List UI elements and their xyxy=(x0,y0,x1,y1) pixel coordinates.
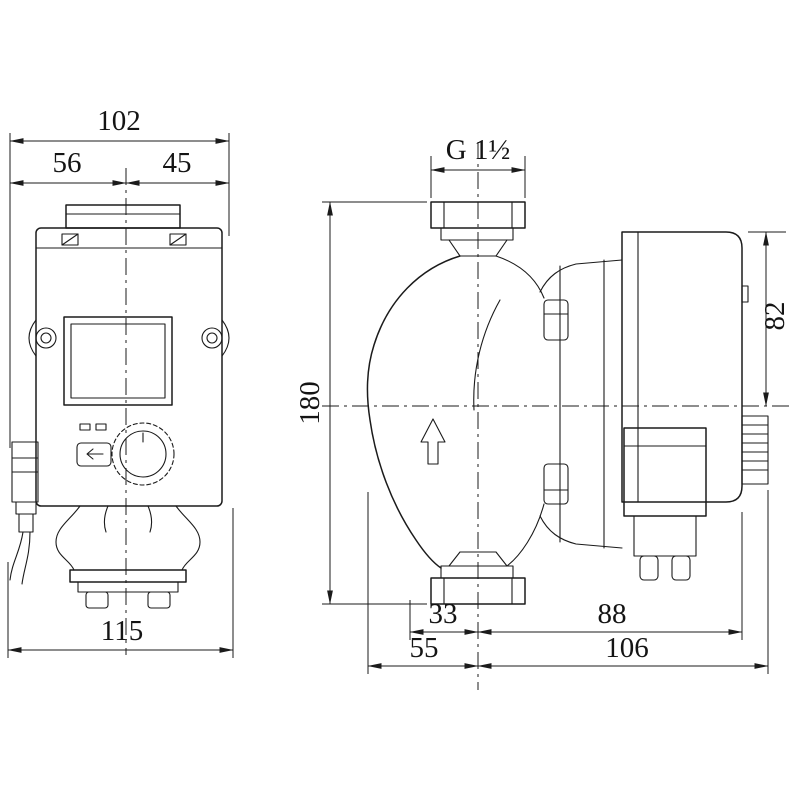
dim-label-102: 102 xyxy=(97,105,141,137)
dim-label-115: 115 xyxy=(101,615,143,647)
cable-gland-1 xyxy=(639,555,659,581)
ribbed-connector xyxy=(741,415,769,485)
volute-front xyxy=(55,505,201,609)
bottom-flange xyxy=(69,569,187,583)
clip-left xyxy=(61,233,79,246)
dim-label-thread: G 1½ xyxy=(446,134,510,166)
flow-direction-arrow-icon xyxy=(420,418,446,465)
mounting-hole-left xyxy=(35,327,57,349)
return-arrow-icon xyxy=(86,448,104,460)
ear-left xyxy=(28,319,37,357)
bolt-boss-bottom xyxy=(543,463,569,505)
volute-side xyxy=(366,255,545,569)
dim-label-82: 82 xyxy=(759,302,791,331)
power-cable-2 xyxy=(21,531,31,585)
cable-gland-front xyxy=(15,501,37,515)
dim-label-45: 45 xyxy=(163,147,192,179)
terminal-box xyxy=(623,427,707,581)
top-cap xyxy=(65,204,181,229)
dim-label-33: 33 xyxy=(429,598,458,630)
reset-button xyxy=(76,442,112,467)
led-indicators xyxy=(79,423,107,431)
cable-gland-2 xyxy=(671,555,691,581)
pump-head xyxy=(539,259,623,549)
bolt-boss-top xyxy=(543,299,569,341)
dim-label-88: 88 xyxy=(598,598,627,630)
control-knob-icon xyxy=(111,422,175,486)
dim-label-56: 56 xyxy=(53,147,82,179)
bottom-port xyxy=(430,551,526,605)
pump-housing-front xyxy=(35,227,223,507)
dim-label-55: 55 xyxy=(410,632,439,664)
front-view: 102 56 45 115 xyxy=(7,105,234,658)
dim-label-106: 106 xyxy=(605,632,649,664)
power-cable xyxy=(9,531,24,581)
motor-housing xyxy=(621,231,769,503)
dim-label-180: 180 xyxy=(294,381,326,425)
mounting-hole-right xyxy=(201,327,223,349)
motor-notch xyxy=(741,285,749,303)
clip-right xyxy=(169,233,187,246)
display-screen xyxy=(63,316,173,406)
side-view: G 1½ 180 82 33 88 55 106 xyxy=(294,134,791,690)
ear-right xyxy=(221,319,230,357)
top-port xyxy=(430,201,526,257)
